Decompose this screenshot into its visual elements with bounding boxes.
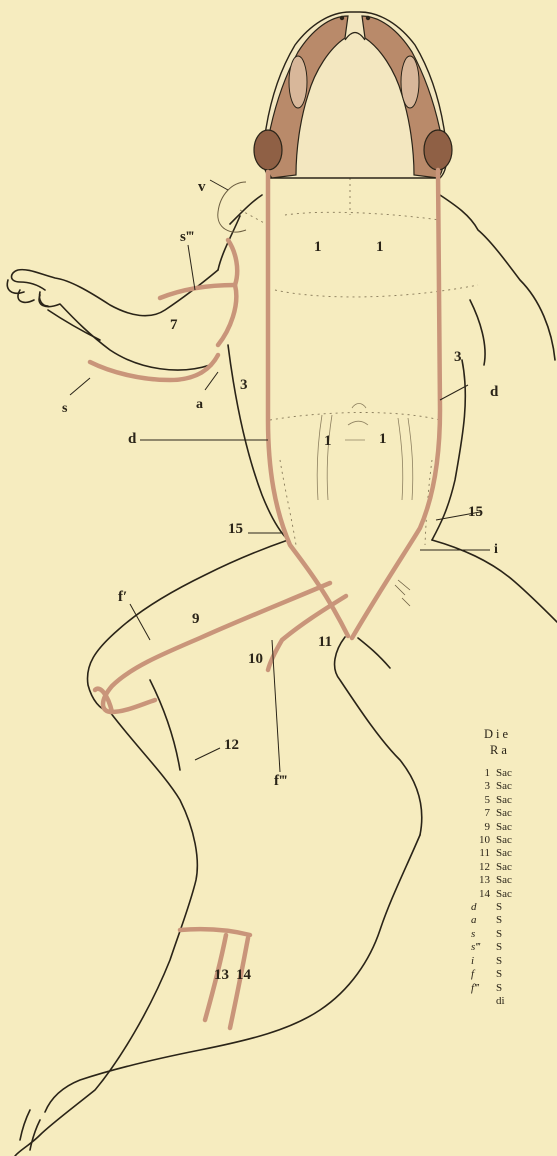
label-7: 7 <box>170 318 178 333</box>
label-3-left: 3 <box>240 378 248 393</box>
legend-key: s <box>468 928 496 941</box>
legend-text: S <box>496 928 502 941</box>
legend-text: S <box>496 914 502 927</box>
legend-key: 13 <box>468 874 496 887</box>
label-15-left: 15 <box>228 522 243 537</box>
label-3-right: 3 <box>454 350 462 365</box>
label-s-triple-prime: s‴ <box>180 230 194 245</box>
legend-text: Sac <box>496 767 512 780</box>
legend-text: Sac <box>496 807 512 820</box>
legend-key: a <box>468 914 496 927</box>
label-14: 14 <box>236 968 251 983</box>
label-1-belly-right: 1 <box>379 432 387 447</box>
legend-text: S <box>496 982 502 995</box>
legend-key: f <box>468 968 496 981</box>
label-i: i <box>494 543 498 557</box>
label-f-triple-prime: f‴ <box>274 774 287 789</box>
caption-title-line1: Die <box>484 727 511 742</box>
frog-head <box>254 12 452 178</box>
legend-text: Sac <box>496 834 512 847</box>
legend-key: 9 <box>468 821 496 834</box>
legend-key: 14 <box>468 888 496 901</box>
label-15-right: 15 <box>468 505 483 520</box>
shoulder-sac-outline <box>218 182 246 232</box>
legend-key: i <box>468 955 496 968</box>
legend-key: 3 <box>468 780 496 793</box>
label-1-chest-left: 1 <box>314 240 322 255</box>
cloaca-hatching <box>395 580 410 606</box>
legend-text: S <box>496 901 502 914</box>
label-a: a <box>196 398 203 412</box>
legend-text: S <box>496 955 502 968</box>
label-12: 12 <box>224 738 239 753</box>
label-9: 9 <box>192 612 200 627</box>
legend-text: Sac <box>496 861 512 874</box>
legend-text: Sac <box>496 888 512 901</box>
legend-text: S <box>496 941 502 954</box>
legend-row: di <box>468 995 512 1008</box>
label-11: 11 <box>318 635 332 650</box>
legend-key: 11 <box>468 847 496 860</box>
legend-text: di <box>496 995 505 1008</box>
label-s-arm: s <box>62 402 67 416</box>
belly-muscle-lines <box>317 404 413 501</box>
septa <box>90 170 440 1028</box>
label-d-right: d <box>490 385 498 400</box>
legend-key: 12 <box>468 861 496 874</box>
legend-key: 5 <box>468 794 496 807</box>
label-f-prime: f′ <box>118 590 127 605</box>
label-13: 13 <box>214 968 229 983</box>
body-outline <box>7 195 557 1156</box>
label-v: v <box>198 180 206 195</box>
legend-key: 10 <box>468 834 496 847</box>
legend-row: f‴S <box>468 982 512 995</box>
label-10: 10 <box>248 652 263 667</box>
legend-text: Sac <box>496 821 512 834</box>
legend-text: S <box>496 968 502 981</box>
label-1-chest-right: 1 <box>376 240 384 255</box>
legend-key <box>468 995 496 1008</box>
legend-key: 1 <box>468 767 496 780</box>
legend-row: s‴S <box>468 941 512 954</box>
leader-lines <box>70 180 490 772</box>
legend-text: Sac <box>496 780 512 793</box>
legend-text: Sac <box>496 847 512 860</box>
legend-key: f‴ <box>468 982 496 995</box>
legend-text: Sac <box>496 874 512 887</box>
legend-key: d <box>468 901 496 914</box>
legend-text: Sac <box>496 794 512 807</box>
legend-key: s‴ <box>468 941 496 954</box>
legend-key: 7 <box>468 807 496 820</box>
label-d-left: d <box>128 432 136 447</box>
caption-title-line2: Ra <box>490 743 510 758</box>
label-1-belly-left: 1 <box>324 434 332 449</box>
internal-dotted-lines <box>240 130 478 545</box>
